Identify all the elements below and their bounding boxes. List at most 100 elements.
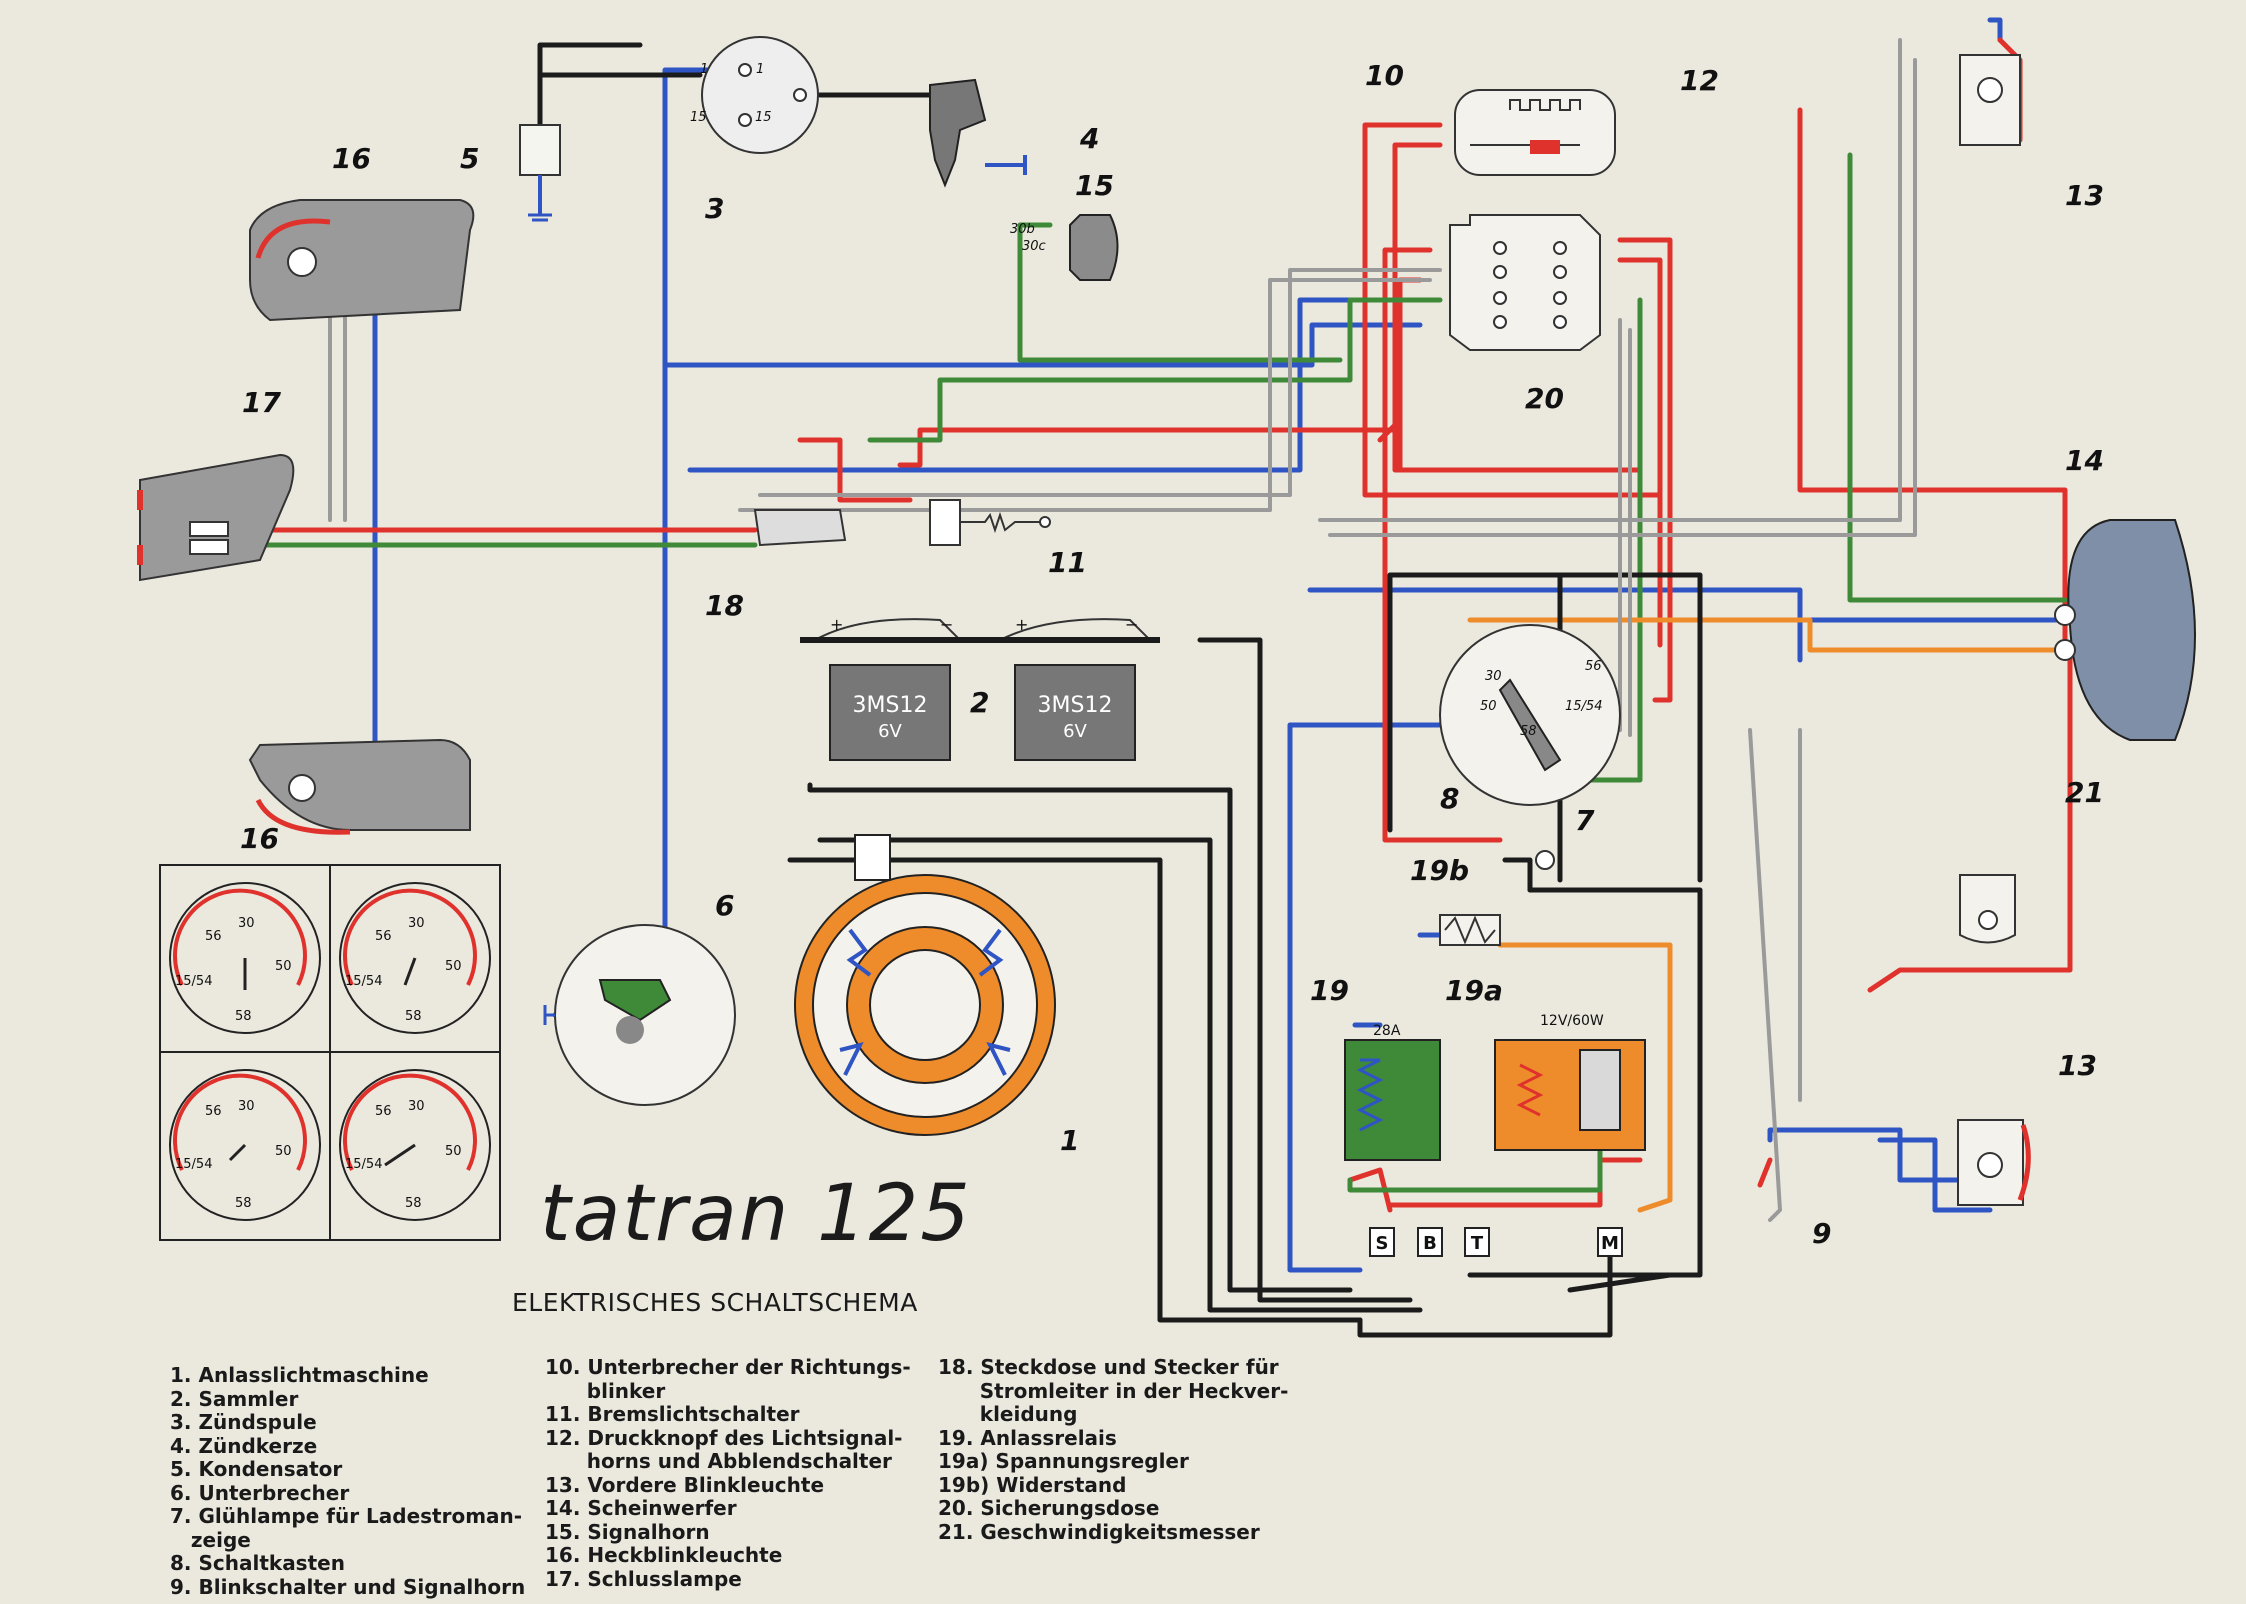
brand-logo: tatran 125 — [540, 1169, 972, 1259]
svg-text:−: − — [940, 615, 953, 634]
front-blinker-bottom — [1957, 1119, 2031, 1206]
svg-text:16: 16 — [240, 822, 279, 855]
contact-breaker — [543, 924, 736, 1106]
ground-icon — [528, 213, 552, 222]
svg-text:10: 10 — [1365, 59, 1404, 92]
svg-text:30: 30 — [1485, 669, 1502, 684]
svg-text:50: 50 — [275, 959, 292, 974]
svg-text:S: S — [1376, 1233, 1389, 1254]
svg-text:56: 56 — [375, 1104, 392, 1119]
resistor — [1439, 914, 1501, 946]
svg-text:3MS12: 3MS12 — [1038, 693, 1113, 718]
svg-text:15/54: 15/54 — [1565, 699, 1602, 714]
spark-plug-icon — [929, 78, 1027, 188]
svg-text:15: 15 — [1075, 169, 1114, 202]
svg-text:56: 56 — [375, 929, 392, 944]
legend-item: 19. Anlassrelais — [938, 1425, 1117, 1450]
legend-item: 3. Zündspule — [170, 1410, 317, 1434]
svg-text:50: 50 — [275, 1144, 292, 1159]
rating-labels: 28A 12V/60W — [1373, 1013, 1604, 1039]
green-wires — [227, 152, 2068, 1193]
svg-text:6V: 6V — [1063, 721, 1087, 742]
legend-item: 5. Kondensator — [170, 1457, 343, 1481]
svg-text:B: B — [1423, 1233, 1437, 1254]
legend-item: blinker — [545, 1378, 666, 1403]
svg-text:21: 21 — [2065, 776, 2104, 809]
svg-text:15/54: 15/54 — [175, 974, 212, 989]
charge-indicator-lamp — [1535, 850, 1555, 870]
gray-wires — [328, 38, 1917, 1222]
svg-text:15/54: 15/54 — [175, 1157, 212, 1172]
legend-item: 10. Unterbrecher der Richtungs- — [545, 1355, 911, 1379]
svg-text:13: 13 — [2058, 1049, 2097, 1082]
component-numbers: 1 2 3 4 5 6 7 8 9 10 11 12 13 13 14 15 1… — [240, 59, 2104, 1250]
legend-item: zeige — [170, 1527, 251, 1552]
speedometer — [1959, 874, 2016, 944]
svg-text:58: 58 — [235, 1009, 252, 1024]
legend-item: 18. Steckdose und Stecker für — [938, 1355, 1279, 1379]
generator — [794, 834, 1056, 1136]
legend-column-1: 1. Anlasslichtmaschine 2. Sammler 3. Zün… — [170, 1363, 525, 1599]
legend-item: 17. Schlusslampe — [545, 1566, 742, 1591]
coil-icon — [701, 36, 819, 154]
svg-text:12V/60W: 12V/60W — [1540, 1013, 1604, 1029]
rear-blinker-bottom — [248, 738, 471, 835]
socket-plug — [753, 509, 847, 547]
red-wires — [227, 37, 2073, 1213]
svg-text:19a: 19a — [1445, 974, 1503, 1007]
legend-item: 7. Glühlampe für Ladestroman- — [170, 1504, 523, 1528]
svg-text:30: 30 — [238, 1099, 255, 1114]
svg-text:−: − — [1125, 615, 1138, 634]
legend-item: 8. Schaltkasten — [170, 1551, 345, 1575]
svg-text:7: 7 — [1575, 804, 1595, 837]
blue-wires — [337, 17, 2068, 1273]
svg-text:12: 12 — [1680, 64, 1719, 97]
svg-text:2: 2 — [970, 686, 989, 719]
legend-item: 14. Scheinwerfer — [545, 1496, 737, 1520]
svg-text:3MS12: 3MS12 — [853, 693, 928, 718]
svg-text:56: 56 — [205, 929, 222, 944]
tail-lamp — [137, 453, 295, 582]
legend-item: 1. Anlasslichtmaschine — [170, 1363, 429, 1387]
svg-text:tatran 125: tatran 125 — [540, 1169, 972, 1259]
fuse-box — [1449, 214, 1601, 351]
svg-text:30: 30 — [408, 1099, 425, 1114]
svg-text:50: 50 — [445, 1144, 462, 1159]
front-blinker-top — [1959, 54, 2021, 146]
legend-item: 21. Geschwindigkeitsmesser — [938, 1519, 1260, 1544]
svg-text:15: 15 — [755, 110, 772, 125]
svg-text:13: 13 — [2065, 179, 2104, 212]
orange-wires — [1467, 617, 2063, 1213]
svg-text:+: + — [830, 615, 843, 634]
svg-text:56: 56 — [1585, 659, 1602, 674]
svg-text:50: 50 — [1480, 699, 1497, 714]
svg-text:6V: 6V — [878, 721, 902, 742]
svg-text:15/54: 15/54 — [345, 1157, 382, 1172]
flasher-unit — [1454, 89, 1616, 176]
svg-text:58: 58 — [235, 1196, 252, 1211]
svg-text:1: 1 — [700, 62, 708, 77]
legend-item: kleidung — [938, 1402, 1078, 1426]
legend-item: 2. Sammler — [170, 1386, 299, 1411]
rear-blinker-top — [249, 199, 475, 322]
condenser — [519, 124, 561, 222]
svg-text:56: 56 — [205, 1104, 222, 1119]
page-title: ELEKTRISCHES SCHALTSCHEMA — [512, 1288, 918, 1317]
svg-text:11: 11 — [1048, 546, 1087, 579]
legend-item: 19b) Widerstand — [938, 1472, 1127, 1497]
legend-item: 13. Vordere Blinkleuchte — [545, 1472, 825, 1497]
svg-text:20: 20 — [1525, 382, 1564, 415]
legend-item: 19a) Spannungsregler — [938, 1449, 1189, 1473]
legend-item: 4. Zündkerze — [170, 1433, 318, 1458]
svg-text:16: 16 — [332, 142, 371, 175]
svg-text:5: 5 — [460, 142, 479, 175]
voltage-regulator — [1494, 1039, 1646, 1151]
svg-text:50: 50 — [445, 959, 462, 974]
legend-item: 11. Bremslichtschalter — [545, 1402, 800, 1426]
svg-text:15/54: 15/54 — [345, 974, 382, 989]
legend-item: 16. Heckblinkleuchte — [545, 1543, 783, 1567]
legend-column-2: 10. Unterbrecher der Richtungs- blinker … — [545, 1355, 911, 1591]
